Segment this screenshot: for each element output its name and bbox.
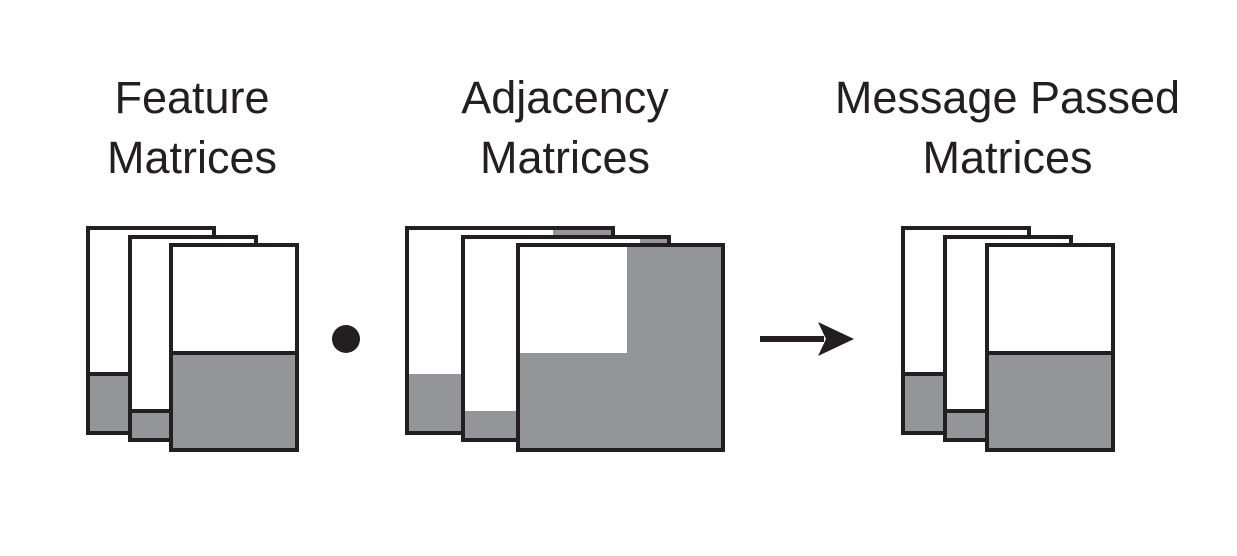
feature-matrix-front	[169, 243, 299, 452]
adjacency-label-line2: Matrices	[479, 132, 651, 183]
feature-label-line2: Matrices	[106, 132, 278, 183]
feature-matrix-stack	[86, 226, 299, 452]
feature-matrices-label: Feature Matrices	[92, 68, 292, 188]
message-passed-label-line2: Matrices	[922, 132, 1093, 183]
message-passed-matrix-stack	[901, 226, 1115, 452]
message-passed-matrices-label: Message Passed Matrices	[815, 68, 1200, 188]
adjacency-matrices-label: Adjacency Matrices	[430, 68, 700, 188]
feature-label-line1: Feature	[114, 72, 270, 123]
arrow-right-icon	[760, 322, 854, 356]
dot-product-operator	[332, 325, 360, 353]
message-passed-matrix-front	[985, 243, 1115, 452]
message-passed-label-line1: Message Passed	[834, 72, 1181, 123]
adjacency-matrix-front	[516, 243, 725, 452]
adjacency-matrix-stack	[405, 226, 725, 452]
adjacency-label-line1: Adjacency	[461, 72, 669, 123]
